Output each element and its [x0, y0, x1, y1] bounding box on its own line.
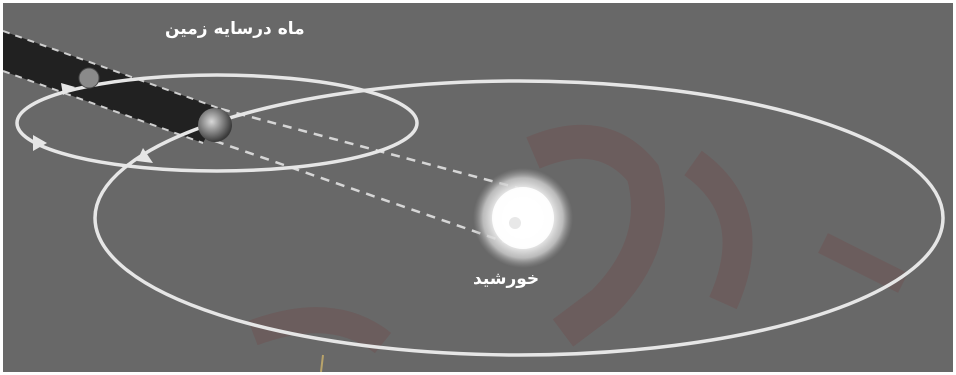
sun-icon [473, 168, 573, 268]
moon-orbit-arrow-top-icon [61, 83, 75, 95]
watermark [248, 124, 908, 354]
sun-ray-lower [214, 139, 509, 245]
moon-orbit [15, 73, 419, 173]
sun-ray-upper [220, 107, 519, 190]
earth-orbit [93, 79, 945, 357]
moon-orbit-arrow-icon [33, 135, 47, 151]
earth-icon [198, 108, 232, 142]
shadow-edge-lower [3, 70, 204, 144]
earth-shadow-cone [3, 31, 221, 143]
earth-orbit-arrow-icon [137, 148, 153, 163]
bottom-marker [320, 354, 324, 372]
sun-label: خورشید [473, 269, 540, 289]
eclipse-scene: ماه درسایه زمین خورشید [3, 3, 953, 372]
moon-icon [78, 67, 100, 89]
lunar-eclipse-diagram [3, 30, 945, 372]
moon-in-shadow-label: ماه درسایه زمین [165, 19, 305, 39]
